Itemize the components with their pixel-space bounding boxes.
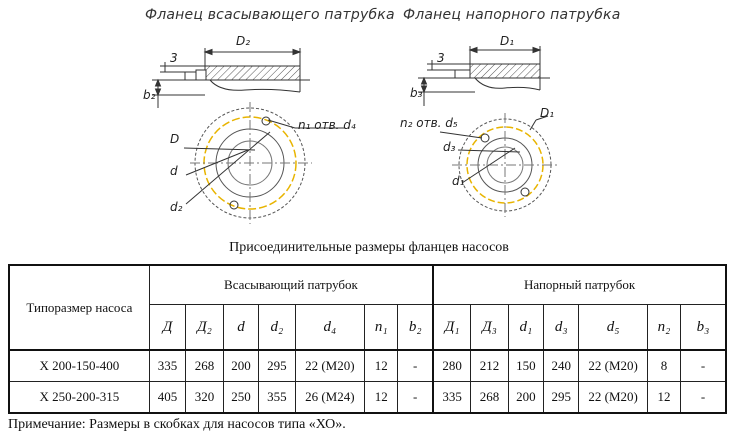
cell-value: 268 (185, 349, 224, 382)
cell-value: - (680, 349, 727, 382)
label-D: D (170, 132, 180, 146)
cell-value: 12 (646, 381, 682, 414)
table-row: Х 200-150-400 335 268 200 295 22 (М20) 1… (8, 349, 727, 382)
suction-flange-section (152, 48, 310, 108)
cell-value: 335 (432, 381, 472, 414)
header-suction-n1: n₁ (364, 304, 399, 351)
header-discharge-group: Напорный патрубок (432, 264, 727, 305)
label-3-suction: 3 (170, 51, 178, 65)
cell-value: 405 (148, 381, 187, 414)
table-row: Х 250-200-315 405 320 250 355 26 (М24) 1… (8, 381, 727, 414)
suction-flange-title: Фланец всасывающего патрубка (145, 7, 395, 23)
label-n2-holes-d5: n₂ отв. d₅ (400, 116, 458, 130)
label-d2: d₂ (170, 200, 183, 214)
cell-value: 320 (185, 381, 224, 414)
cell-value: 268 (470, 381, 509, 414)
flange-dimensions-table: Типоразмер насоса Всасывающий патрубок Н… (8, 264, 727, 414)
label-D2: D₂ (236, 34, 251, 48)
header-suction-d: d (222, 304, 260, 351)
discharge-flange-plan (439, 113, 558, 217)
label-d: d (170, 164, 178, 178)
cell-value: 22 (М20) (294, 349, 366, 382)
cell-value: 295 (543, 381, 580, 414)
header-discharge-D3: Д₃ (470, 304, 509, 351)
label-n1-holes-d4: n₁ отв. d₄ (298, 118, 356, 132)
cell-value: 240 (543, 349, 580, 382)
cell-value: 355 (258, 381, 296, 414)
header-suction-D2: Д₂ (185, 304, 224, 351)
header-discharge-d3: d₃ (543, 304, 580, 351)
cell-pump-type: Х 250-200-315 (8, 381, 150, 414)
label-b3: b₃ (410, 86, 423, 100)
header-pump-type: Типоразмер насоса (8, 264, 150, 351)
cell-value: 150 (507, 349, 545, 382)
cell-value: 26 (М24) (294, 381, 366, 414)
discharge-flange-title: Фланец напорного патрубка (403, 7, 621, 23)
label-b2: b₂ (143, 88, 156, 102)
cell-value: 212 (470, 349, 509, 382)
header-discharge-b3: b₃ (680, 304, 727, 351)
flange-drawings: Фланец всасывающего патрубка Фланец напо… (143, 7, 621, 224)
header-suction-group: Всасывающий патрубок (148, 264, 434, 305)
suction-flange-plan (183, 102, 345, 224)
label-d1: d₁ (452, 174, 465, 188)
cell-value: - (397, 349, 434, 382)
header-suction-D: Д (148, 304, 187, 351)
cell-value: 280 (432, 349, 472, 382)
cell-value: 22 (М20) (578, 381, 648, 414)
table-note: Примечание: Размеры в скобках для насосо… (8, 417, 346, 432)
cell-value: - (680, 381, 727, 414)
cell-value: 12 (364, 349, 399, 382)
cell-value: - (397, 381, 434, 414)
cell-value: 8 (646, 349, 682, 382)
table-caption: Присоединительные размеры фланцев насосо… (229, 240, 509, 255)
cell-value: 12 (364, 381, 399, 414)
flange-drawing-graphics (152, 46, 558, 224)
label-D1-top: D₁ (500, 34, 515, 48)
header-suction-d4: d₄ (294, 304, 366, 351)
cell-value: 295 (258, 349, 296, 382)
header-discharge-d1: d₁ (507, 304, 545, 351)
discharge-flange-section (418, 46, 550, 106)
cell-value: 200 (222, 349, 260, 382)
label-d3: d₃ (443, 140, 456, 154)
label-D1: D₁ (540, 106, 555, 120)
cell-pump-type: Х 200-150-400 (8, 349, 150, 382)
header-discharge-n2: n₂ (646, 304, 682, 351)
cell-value: 200 (507, 381, 545, 414)
header-discharge-D1: Д₁ (432, 304, 472, 351)
cell-value: 22 (М20) (578, 349, 648, 382)
cell-value: 250 (222, 381, 260, 414)
cell-value: 335 (148, 349, 187, 382)
header-suction-d2: d₂ (258, 304, 296, 351)
header-discharge-d5: d₅ (578, 304, 648, 351)
label-3-discharge: 3 (437, 51, 445, 65)
header-suction-b2: b₂ (397, 304, 434, 351)
